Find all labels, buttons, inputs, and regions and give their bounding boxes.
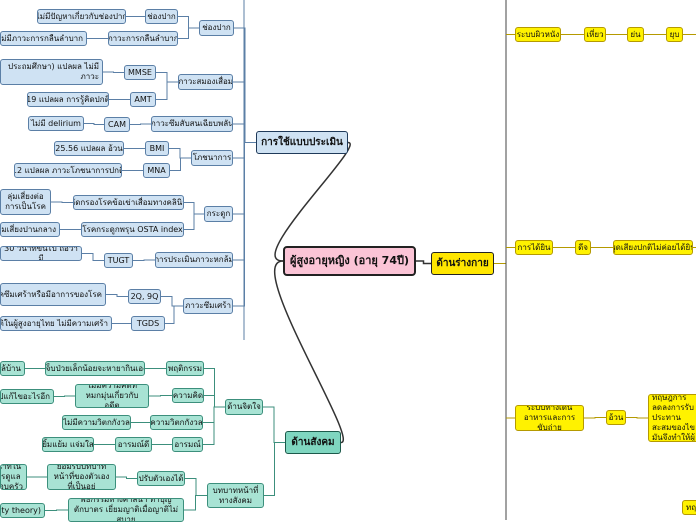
social-activity-detail: พิธีกรรมทางศาสนา ทำบุญ ตักบาตร เยี่ยมญาต…: [68, 498, 184, 522]
connector-line: [184, 202, 204, 215]
connector-line: [103, 71, 124, 73]
connector-line: [82, 253, 104, 261]
physical-skin-wrinkled: เหี่ยว: [584, 27, 606, 42]
assessment-cam[interactable]: CAM: [104, 117, 130, 132]
assessment-mmse-detail: ประถมศึกษา) แปลผล ไม่มีภาวะ: [0, 59, 103, 85]
connector-line: [51, 201, 73, 203]
assessment-bmi-detail: 25.56 แปลผล อ้วน: [54, 141, 124, 156]
physical-hearing-level: ดีจ: [575, 240, 591, 255]
physical-digestion[interactable]: ระบบทางเดินอาหารและการขับถ่าย: [515, 405, 584, 431]
physical-obese-detail: ทฤษฎีการลดลงการรับประทานสะสมของไขมันจึงท…: [648, 394, 696, 442]
connector-line: [274, 260, 344, 444]
social-adapt-extra: หน้าที่ในการดูแลครอบครัว: [0, 464, 27, 490]
physical-hearing-detail: พูดเสียงปกติไม่ค่อยได้ยิน: [613, 240, 693, 255]
assessment-mouth[interactable]: ช่องปาก: [199, 20, 234, 36]
assessment-2q9q-detail: โรคซึมเศร้าหรือมีอาการของโรค: [0, 283, 106, 306]
assessment-amt[interactable]: AMT: [130, 92, 156, 107]
connector-line: [161, 296, 183, 307]
social-mood-extra: ยิ้มแย้ม แจ่มใส: [42, 437, 94, 452]
branch-social[interactable]: ด้านสังคม: [285, 431, 341, 454]
social-anxiety-detail: ไม่มีความวิตกกังวล: [62, 415, 131, 430]
connector-line: [149, 395, 172, 397]
connector-line: [133, 259, 155, 261]
connector-line: [45, 509, 68, 511]
connector-line: [178, 27, 199, 39]
connector-line: [203, 406, 225, 445]
connector-line: [106, 294, 128, 297]
connector-line: [263, 406, 285, 443]
social-thinking-extra: ไม่มีความคิดที่ท้อแท้ที่จะกลับไปแก้ไขอะไ…: [0, 389, 54, 404]
assessment-tugt[interactable]: TUGT: [104, 253, 133, 268]
connector-line: [54, 395, 75, 397]
assessment-amt-detail: 19 แปลผล การรู้คิดปกติ: [27, 92, 109, 107]
social-thinking-detail: ไม่มีความคิดที่หมกมุ่นเกี่ยวกับอดีต: [75, 384, 149, 408]
assessment-mouth-detail: ไม่มีปัญหาเกี่ยวกับช่องปาก: [37, 9, 126, 24]
assessment-osta-detail: ความเสี่ยงปานกลาง: [0, 222, 60, 237]
assessment-bmi[interactable]: BMI: [145, 141, 169, 156]
assessment-cam-detail: ไม่มี delirium: [28, 116, 84, 131]
connector-line: [274, 141, 351, 262]
connector-line: [130, 123, 151, 125]
assessment-knee-detail: ลุ่มเสี่ยงต่อการเป็นโรค: [0, 189, 51, 215]
connector-line: [169, 148, 191, 159]
assessment-tgds[interactable]: TGDS: [131, 316, 165, 331]
assessment-tugt-detail: 30 วินาทีขึ้นไป ถือว่า มี: [0, 246, 82, 261]
assessment-mna[interactable]: MNA: [143, 163, 170, 178]
physical-skin-creased: ย่น: [627, 27, 644, 42]
assessment-swallow-detail: ผล ไม่มีภาวะการกลืนลำบาก: [0, 31, 87, 46]
assessment-depression[interactable]: ภาวะซึมเศร้า: [183, 298, 233, 314]
connector-line: [185, 478, 207, 496]
social-adapt-detail: ยอมรับบทบาทหน้าที่ของตัวเองที่เป็นอยู่: [47, 464, 116, 490]
social-behavior[interactable]: พฤติกรรม: [166, 361, 204, 376]
connector-line: [156, 81, 178, 100]
assessment-mmse[interactable]: MMSE: [124, 65, 156, 80]
social-mood[interactable]: อารมณ์: [172, 437, 203, 452]
social-mind[interactable]: ด้านจิตใจ: [225, 399, 263, 415]
branch-physical[interactable]: ด้านร่างกาย: [431, 252, 494, 275]
connector-line: [264, 442, 285, 496]
social-thinking[interactable]: ความคิด: [172, 388, 204, 403]
social-adapt[interactable]: ปรับตัวเองได้: [137, 471, 185, 486]
assessment-2q9q[interactable]: 2Q, 9Q: [128, 289, 161, 304]
assessment-fall[interactable]: การประเมินภาวะหกล้ม: [155, 252, 233, 268]
social-mood-detail: อารมณ์ดี: [115, 437, 152, 452]
assessment-nutrition[interactable]: โภชนาการ: [191, 150, 233, 166]
assessment-osta[interactable]: โรคกระดูกพรุน OSTA index: [81, 222, 184, 237]
connector-line: [116, 476, 137, 479]
assessment-bone[interactable]: กระดูก: [204, 206, 233, 222]
physical-hearing[interactable]: การได้ยิน: [515, 240, 553, 255]
connector-line: [178, 16, 199, 29]
assessment-knee-screen[interactable]: คัดกรองโรคข้อเข่าเสื่อมทางคลินิก: [73, 195, 184, 210]
social-role[interactable]: บทบาทหน้าที่ทางสังคม: [207, 483, 264, 508]
connector-line: [156, 72, 178, 83]
connector-line: [584, 417, 606, 419]
connector-line: [184, 495, 207, 511]
root-node[interactable]: ผู้สูงอายุหญิง (อายุ 74ปี): [283, 246, 416, 276]
assessment-swallow-item[interactable]: ภาวะการกลืนลำบาก: [108, 31, 178, 46]
connector-line: [170, 157, 191, 171]
social-behavior-detail: เจ็บป่วยเล็กน้อยจะหายากินเอง: [45, 361, 145, 376]
physical-extra: ทฤ: [682, 500, 696, 515]
physical-obese: อ้วน: [606, 410, 626, 425]
connector-line: [626, 417, 648, 419]
social-anxiety[interactable]: ความวิตกกังวล: [150, 415, 203, 430]
physical-skin[interactable]: ระบบผิวหนัง: [515, 27, 561, 42]
connector-line: [416, 260, 431, 265]
social-behavior-extra: ซื้อยาทานเองที่ร้านยาใกล้บ้าน: [0, 361, 25, 376]
assessment-mna-detail: 12 แปลผล ภาวะโภชนาการปกติ: [14, 163, 122, 178]
assessment-tgds-detail: ปกติในผู้สูงอายุไทย ไม่มีความเศร้า: [0, 316, 112, 331]
assessment-mouth-item[interactable]: ช่องปาก: [145, 9, 178, 24]
connector-line: [204, 395, 225, 408]
connector-line: [184, 213, 204, 230]
physical-skin-sunken: ยุบ: [666, 27, 683, 42]
connector-line: [165, 305, 183, 324]
branch-assessment[interactable]: การใช้แบบประเมิน: [256, 131, 348, 154]
assessment-cognition[interactable]: ภาวะสมองเสื่อม: [178, 74, 233, 90]
assessment-delirium[interactable]: ภาวะซึมสับสนเฉียบพลัน: [151, 116, 233, 132]
social-activity-theory: (ity theory): [0, 503, 45, 518]
connector-line: [84, 123, 104, 125]
